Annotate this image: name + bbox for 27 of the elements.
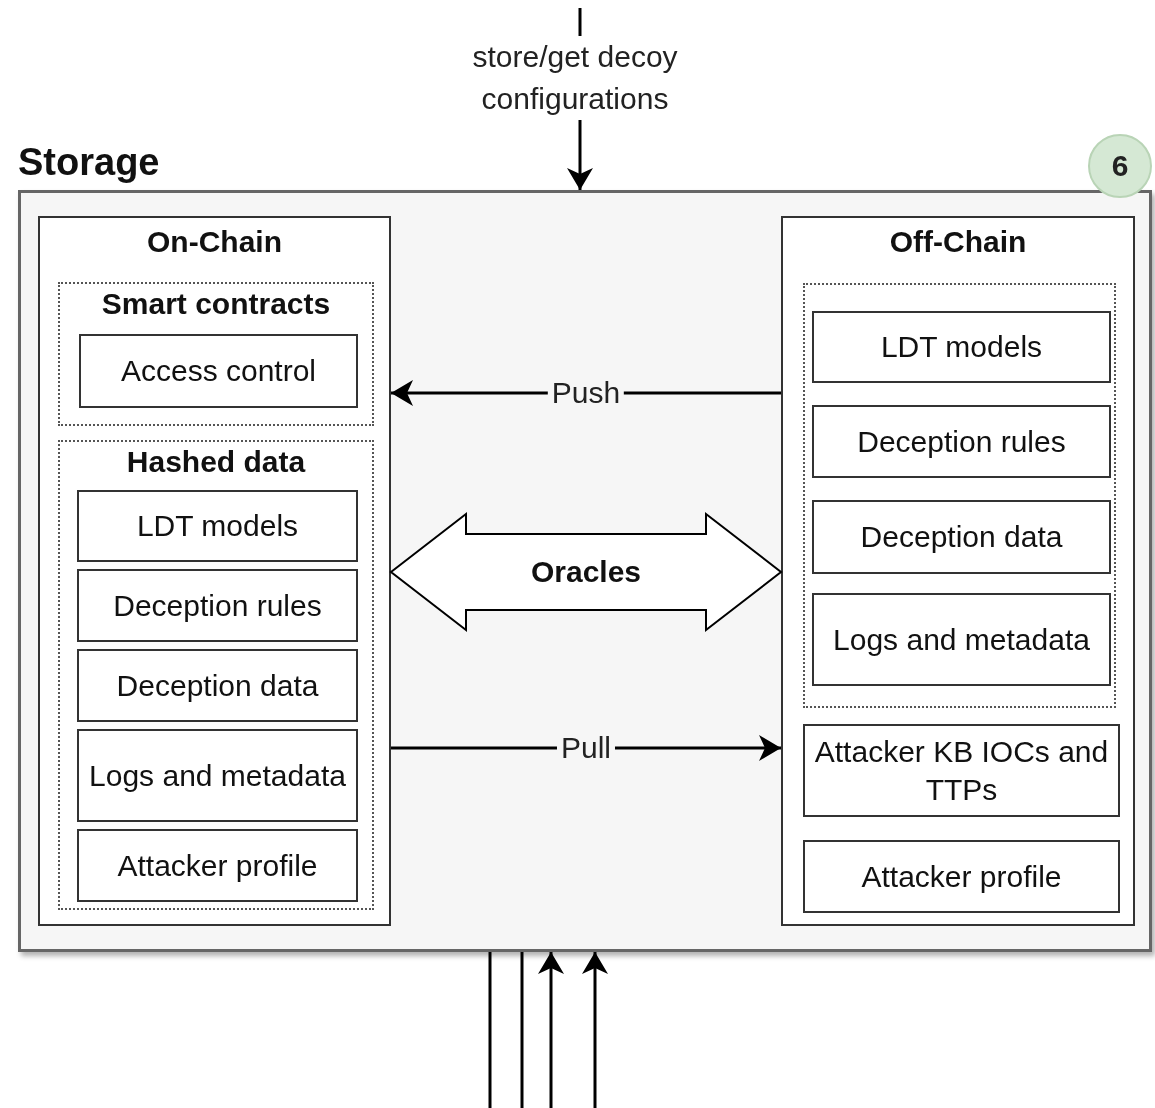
data-item: Deception data — [77, 649, 358, 722]
data-item: Deception rules — [812, 405, 1111, 478]
group-title: Off-Chain — [888, 224, 1028, 260]
data-item: Logs and metadata — [77, 729, 358, 822]
group-title: On-Chain — [146, 224, 283, 260]
group-frame — [58, 282, 374, 426]
data-item: Logs and metadata — [812, 593, 1111, 686]
data-item: Deception data — [812, 500, 1111, 574]
connector-line — [488, 952, 492, 1108]
data-item: Attacker profile — [803, 840, 1120, 913]
storage-column — [38, 216, 391, 926]
section-title: Storage — [18, 140, 160, 185]
data-item: Attacker KB IOCs and TTPs — [803, 724, 1120, 817]
data-item: Attacker profile — [77, 829, 358, 902]
data-item: LDT models — [812, 311, 1111, 383]
group-title: Smart contracts — [100, 286, 332, 322]
group-frame — [58, 440, 374, 910]
step-badge: 6 — [1088, 134, 1152, 198]
group-frame — [803, 283, 1116, 708]
data-item: Access control — [79, 334, 358, 408]
storage-column — [781, 216, 1135, 926]
data-item: Deception rules — [77, 569, 358, 642]
arrow — [538, 952, 564, 1108]
connector-line — [520, 952, 524, 1108]
data-item: LDT models — [77, 490, 358, 562]
arrow — [582, 952, 608, 1108]
group-title: Hashed data — [125, 444, 307, 480]
